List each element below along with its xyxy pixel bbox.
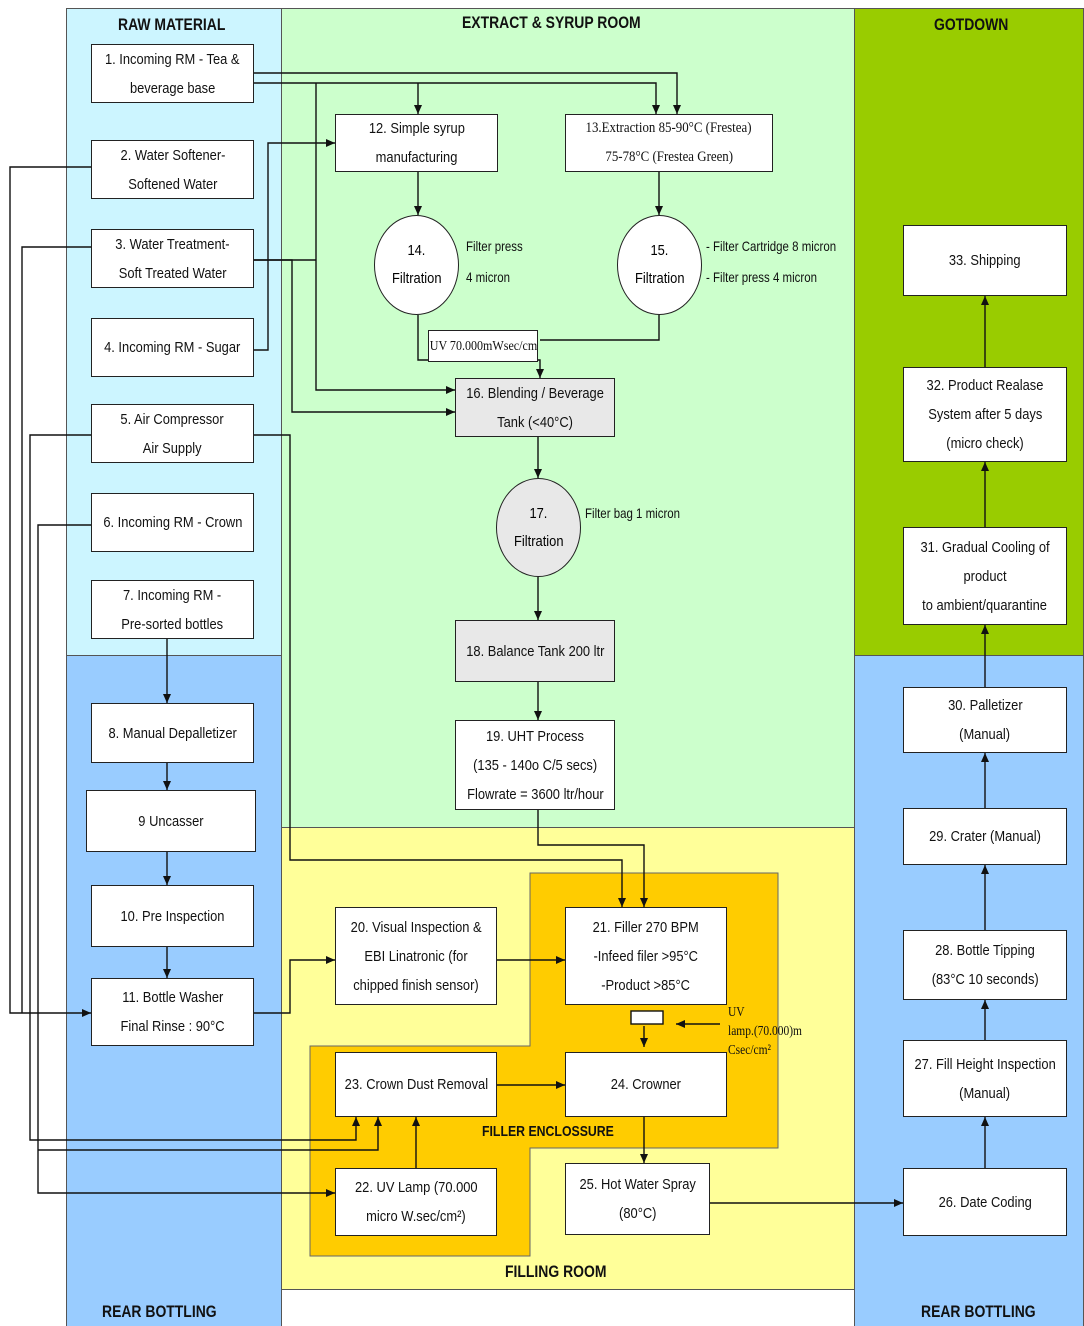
note-15-filter-cartridge: - Filter Cartridge 8 micron- Filter pres… <box>706 238 837 285</box>
step-30-palletizer: 30. Palletizer(Manual) <box>903 687 1067 753</box>
step-7-incoming-bottles: 7. Incoming RM -Pre-sorted bottles <box>91 580 254 639</box>
step-14-filtration: 14.Filtration <box>374 215 459 315</box>
step-15-filtration: 15.Filtration <box>617 215 702 315</box>
step-21-filler: 21. Filler 270 BPM-Infeed filer >95°C-Pr… <box>565 907 727 1005</box>
rear-bottling-label-right: REAR BOTTLING <box>921 1302 1036 1321</box>
step-33-shipping: 33. Shipping <box>903 225 1067 296</box>
step-17-filtration: 17.Filtration <box>496 478 581 577</box>
step-24-crowner: 24. Crowner <box>565 1052 727 1117</box>
filling-room-label: FILLING ROOM <box>505 1262 607 1281</box>
step-29-crater: 29. Crater (Manual) <box>903 808 1067 865</box>
step-6-incoming-crown: 6. Incoming RM - Crown <box>91 493 254 552</box>
step-27-fill-height-inspection: 27. Fill Height Inspection(Manual) <box>903 1040 1067 1117</box>
step-3-water-treatment: 3. Water Treatment-Soft Treated Water <box>91 229 254 288</box>
gotdown-label: GOTDOWN <box>934 15 1009 34</box>
extract-syrup-label: EXTRACT & SYRUP ROOM <box>462 13 641 32</box>
note-17-filter-bag: Filter bag 1 micron <box>585 505 681 521</box>
step-2-water-softener: 2. Water Softener-Softened Water <box>91 140 254 199</box>
step-1-incoming-tea-base: 1. Incoming RM - Tea &beverage base <box>91 44 254 103</box>
step-28-bottle-tipping: 28. Bottle Tipping(83°C 10 seconds) <box>903 930 1067 1000</box>
step-25-hot-water-spray: 25. Hot Water Spray(80°C) <box>565 1163 710 1235</box>
step-9-uncasser: 9 Uncasser <box>86 790 256 852</box>
uv-syrup-label: UV 70.000mWsec/cm <box>428 330 538 362</box>
raw-material-label: RAW MATERIAL <box>118 15 226 34</box>
step-19-uht-process: 19. UHT Process(135 - 140o C/5 secs)Flow… <box>455 720 615 810</box>
filler-enclosure-label: FILLER ENCLOSSURE <box>482 1123 614 1140</box>
step-26-date-coding: 26. Date Coding <box>903 1168 1067 1236</box>
step-18-balance-tank: 18. Balance Tank 200 ltr <box>455 620 615 682</box>
step-10-pre-inspection: 10. Pre Inspection <box>91 885 254 947</box>
step-8-manual-depalletizer: 8. Manual Depalletizer <box>91 703 254 763</box>
step-13-extraction: 13.Extraction 85-90°C (Frestea)75-78°C (… <box>565 114 773 172</box>
rear-bottling-label-left: REAR BOTTLING <box>102 1302 217 1321</box>
step-20-visual-inspection: 20. Visual Inspection &EBI Linatronic (f… <box>335 907 497 1005</box>
step-23-crown-dust-removal: 23. Crown Dust Removal <box>335 1052 497 1117</box>
step-4-incoming-sugar: 4. Incoming RM - Sugar <box>91 318 254 377</box>
